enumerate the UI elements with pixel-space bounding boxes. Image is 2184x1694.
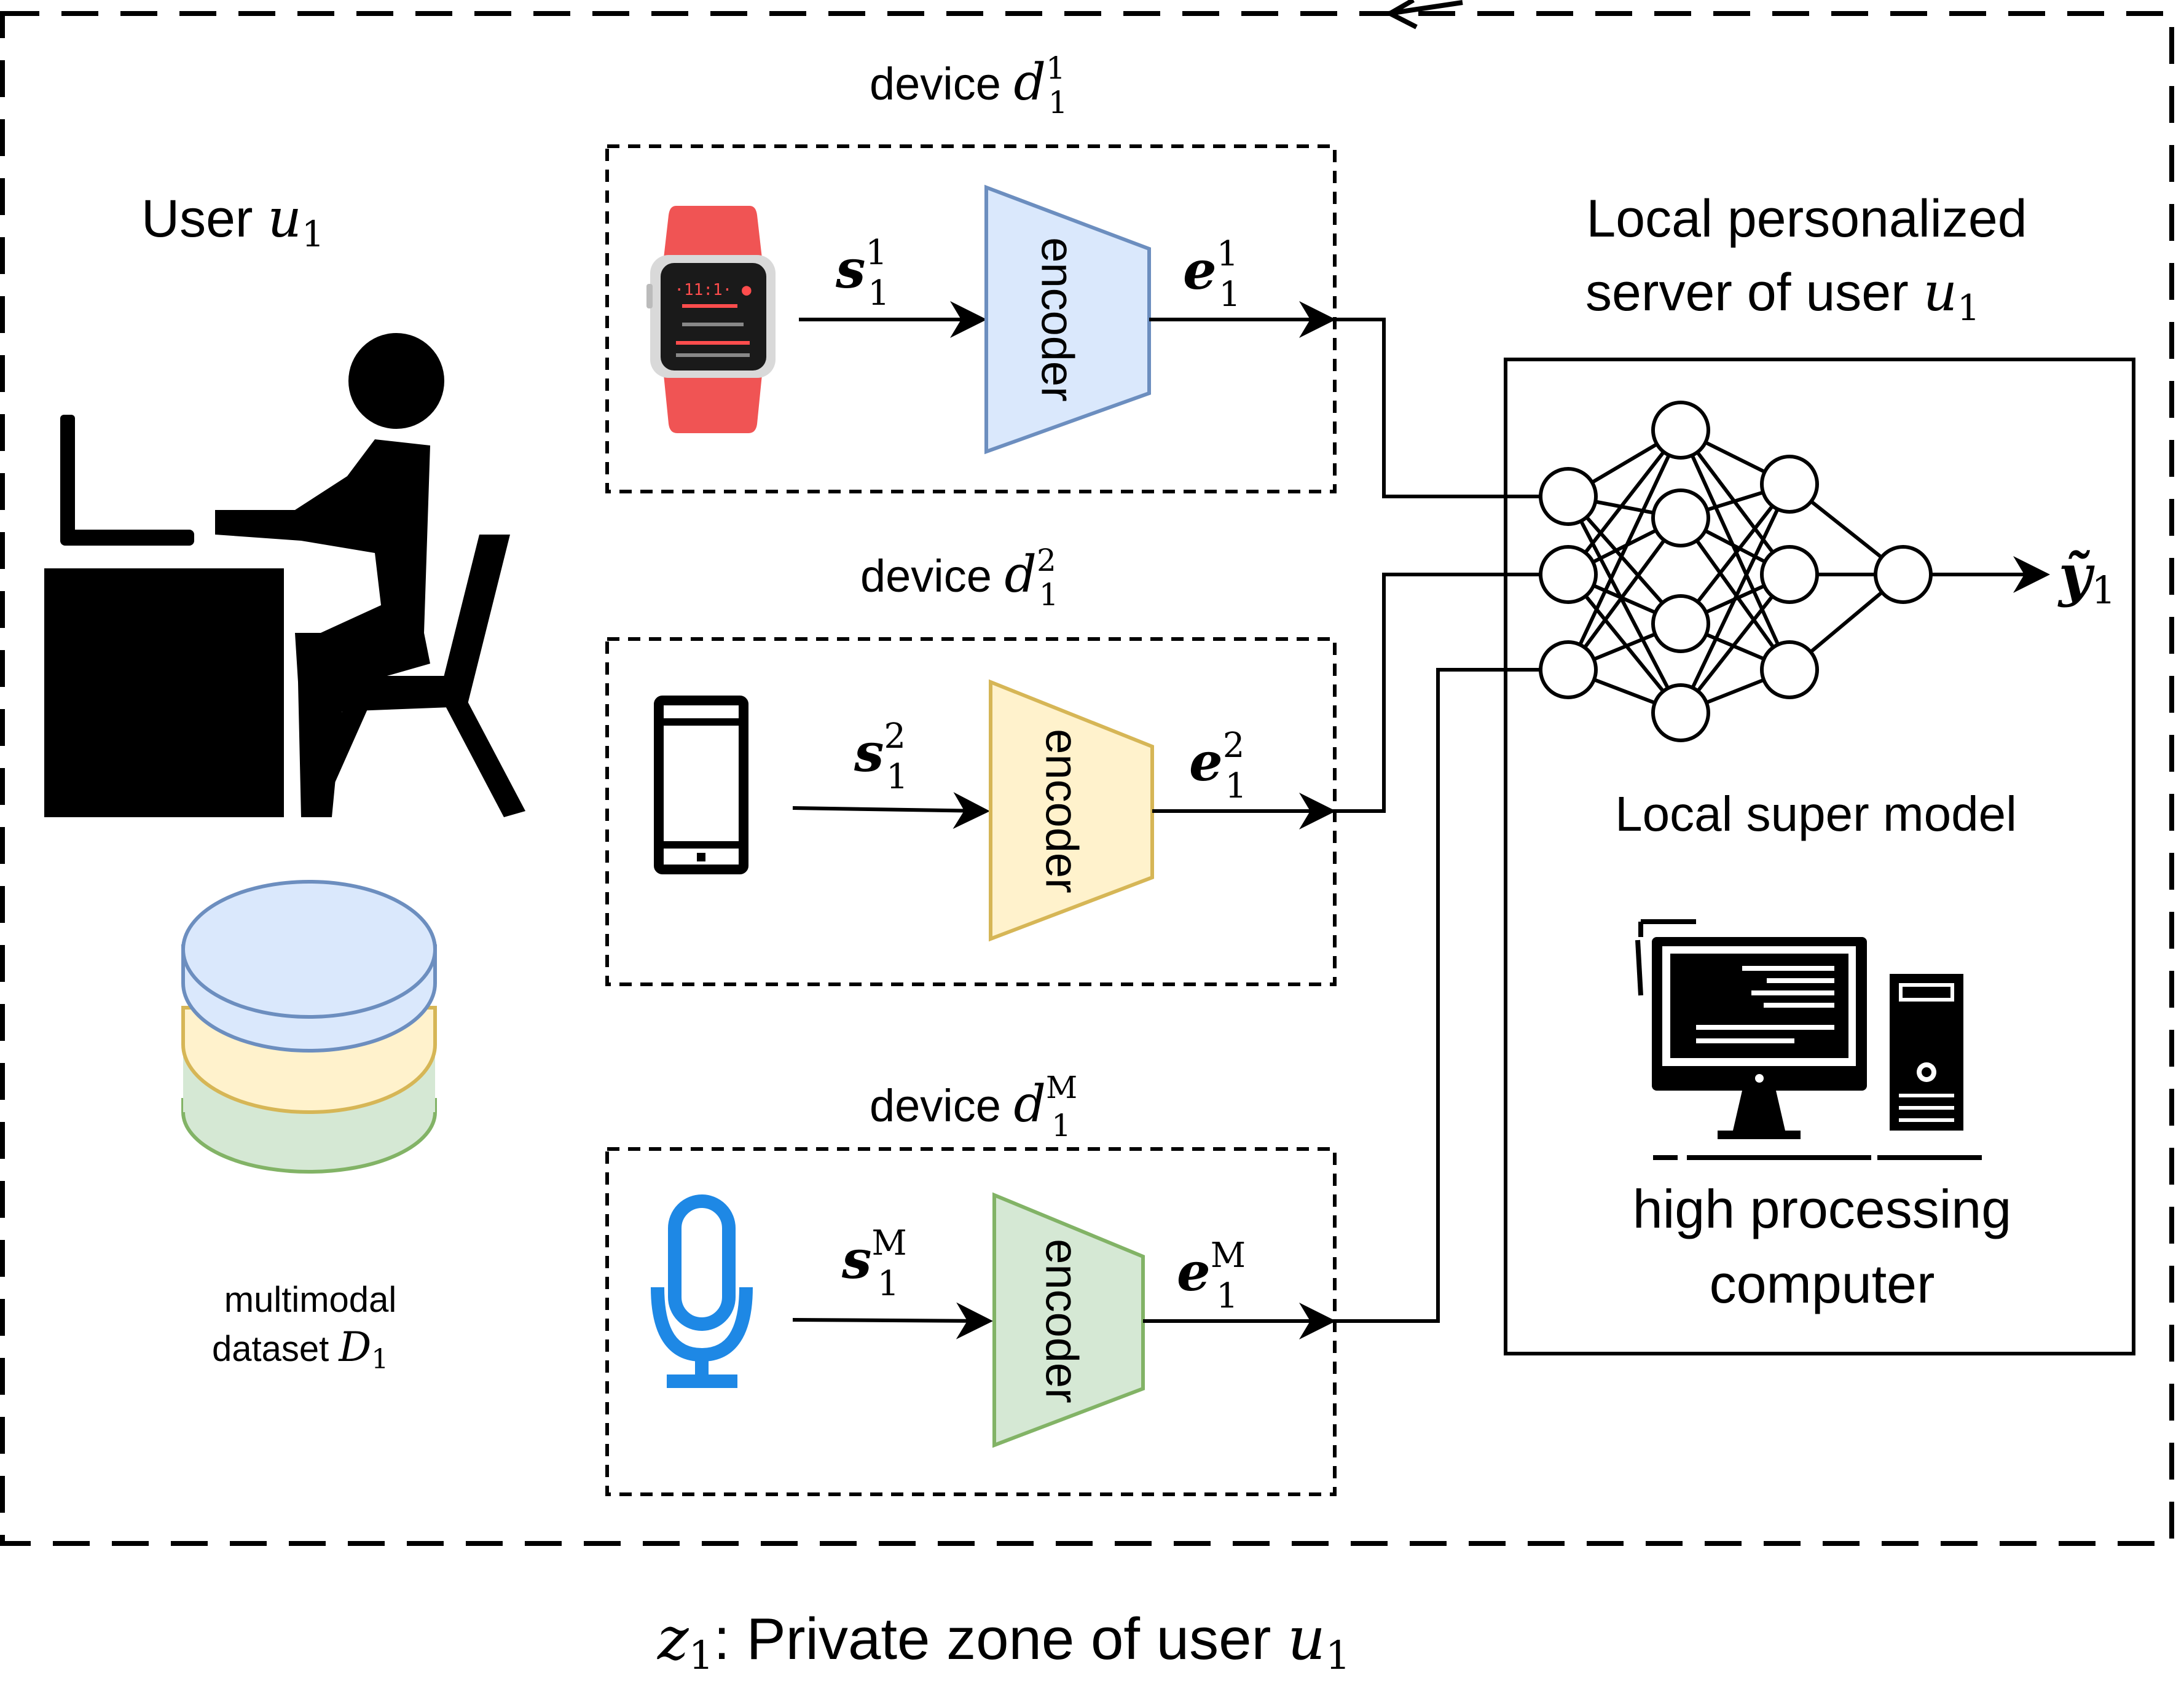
computer-label-line2: computer <box>1710 1253 1935 1314</box>
nn-edge <box>1566 429 1683 671</box>
server-box <box>1504 358 2135 1355</box>
nn-edge <box>1566 573 1683 714</box>
encoder-1 <box>984 184 1151 455</box>
nn-node <box>1539 467 1598 526</box>
multimodal-dataset-icon <box>181 880 437 1174</box>
nn-node <box>1651 401 1710 460</box>
nn-node <box>1539 545 1598 604</box>
server-title-line1: Local personalized <box>1586 189 2027 248</box>
local-super-model-label: Local super model <box>1615 786 2017 841</box>
incoming-arrow <box>1388 0 1463 29</box>
zone-caption: z1: Private zone of user u1 <box>657 1604 1351 1679</box>
nn-edge <box>1679 517 1791 671</box>
user-label: User u1 <box>141 188 324 255</box>
signal-2-arrow <box>792 792 990 829</box>
nn-edge <box>1566 429 1683 576</box>
nn-edge <box>1679 483 1791 714</box>
private-zone-border <box>0 11 2174 1546</box>
nn-edge <box>1566 495 1683 714</box>
encoder-3-label: encoder <box>1036 1239 1087 1403</box>
dataset-label-line2: dataset D1 <box>212 1323 388 1375</box>
encoder-1-label: encoder <box>1032 237 1083 401</box>
nn-node <box>1651 488 1710 547</box>
computer-label-line1: high processing <box>1633 1178 2011 1239</box>
nn-node <box>1539 640 1598 699</box>
nn-node <box>1651 594 1710 653</box>
embedding-connectors <box>1332 318 1539 1323</box>
neural-network-icon <box>1539 401 1933 742</box>
microphone-icon <box>651 1194 753 1388</box>
signal-3-arrow <box>792 1302 993 1339</box>
nn-node <box>1651 683 1710 742</box>
nn-edge <box>1679 429 1791 671</box>
nn-node <box>1760 545 1819 604</box>
dataset-label-line1: multimodal <box>224 1280 396 1320</box>
user-at-desk-icon <box>44 333 525 817</box>
output-label: ỹ1 <box>2057 542 2116 613</box>
encoder-2-label: encoder <box>1036 729 1087 893</box>
nn-node <box>1874 545 1933 604</box>
smartwatch-icon: ·11:1· ● <box>646 206 776 433</box>
server-title-line2: server of user u1 <box>1585 262 1980 329</box>
smartphone-icon <box>654 696 748 874</box>
computer-icon <box>1635 919 1982 1160</box>
svg-text:·11:1· ●: ·11:1· ● <box>674 281 752 299</box>
encoder-3 <box>992 1192 1145 1448</box>
nn-node <box>1760 455 1819 514</box>
encoder-2 <box>989 679 1154 942</box>
nn-node <box>1760 640 1819 699</box>
nn-edge <box>1566 517 1683 671</box>
